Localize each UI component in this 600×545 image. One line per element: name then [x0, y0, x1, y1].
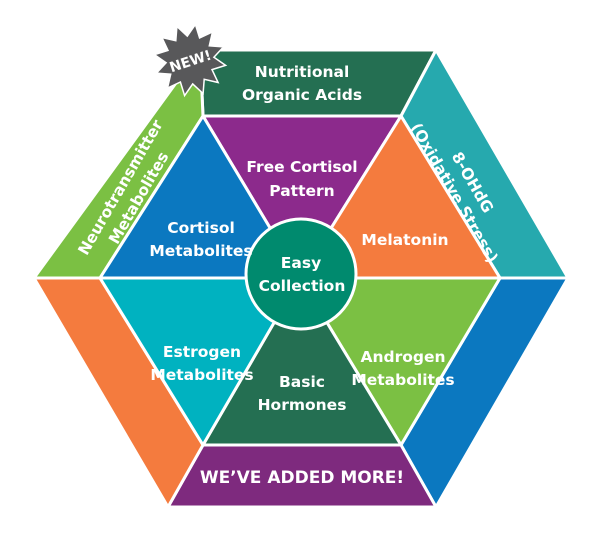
label-androgen: Androgen — [360, 348, 445, 366]
new-badge-star — [152, 22, 228, 98]
triangle-cortisol-metabolites — [98, 114, 302, 280]
center-collection: Collection — [259, 277, 346, 295]
label-basic-line1: Basic — [279, 373, 325, 391]
label-estrogen-metabolites: Metabolites — [150, 366, 253, 384]
center-easy: Easy — [281, 254, 321, 272]
label-pattern: Pattern — [269, 182, 334, 200]
label-free-cortisol: Free Cortisol — [246, 158, 357, 176]
label-cortisol: Cortisol — [167, 219, 235, 237]
label-nutritional: Nutritional — [255, 63, 350, 81]
band-nutritional-organic-acids — [198, 48, 438, 118]
center-circle — [244, 217, 358, 331]
label-estrogen: Estrogen — [163, 343, 241, 361]
label-organic-acids: Organic Acids — [242, 86, 362, 104]
label-cortisol-metabolites: Metabolites — [149, 242, 252, 260]
label-melatonin: Melatonin — [361, 231, 448, 249]
label-androgen-metabolites: Metabolites — [351, 371, 454, 389]
label-weve-added-more: WE’VE ADDED MORE! — [200, 468, 404, 488]
label-hormones: Hormones — [258, 396, 347, 414]
